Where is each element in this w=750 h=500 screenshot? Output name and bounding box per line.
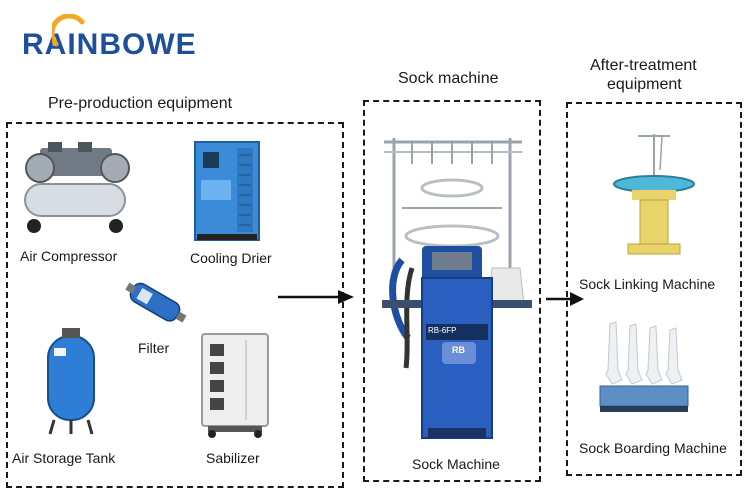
stabilizer-label: Sabilizer [206, 450, 260, 466]
air-storage-tank-label: Air Storage Tank [12, 450, 116, 466]
cooling-drier-icon [194, 141, 260, 241]
filter-icon [125, 282, 187, 323]
pre-production-box [6, 122, 344, 488]
sock-linking-machine-label: Sock Linking Machine [579, 276, 716, 292]
sock-machine-badge: RB [452, 345, 465, 355]
sock-linking-machine-icon [613, 134, 695, 255]
cooling-drier-label: Cooling Drier [190, 250, 272, 266]
pre-production-title: Pre-production equipment [48, 95, 233, 112]
sock-boarding-machine-icon [599, 321, 689, 412]
brand-name: RAINBOWE [22, 28, 197, 61]
sock-machine-label: Sock Machine [412, 456, 500, 472]
sock-boarding-machine-label: Sock Boarding Machine [579, 440, 727, 456]
arrow-to-sock-machine-icon [278, 290, 354, 304]
after-treatment-title-line1: After-treatment [590, 57, 697, 74]
brand-logo: RAINBOWE [22, 14, 197, 62]
logo-arc-icon [52, 14, 85, 47]
air-compressor-label: Air Compressor [20, 248, 118, 264]
sock-machine-icon [382, 138, 532, 439]
after-treatment-box [566, 102, 742, 476]
sock-machine-box [363, 100, 541, 482]
sock-machine-panel-text: RB-6FP [428, 326, 457, 335]
arrow-to-after-treatment-icon [546, 292, 584, 306]
stabilizer-icon [201, 333, 269, 438]
after-treatment-title-line2: equipment [607, 76, 682, 93]
air-storage-tank-icon [47, 328, 95, 435]
air-compressor-icon [24, 142, 130, 233]
sock-machine-title: Sock machine [398, 70, 499, 87]
filter-label: Filter [138, 340, 170, 356]
